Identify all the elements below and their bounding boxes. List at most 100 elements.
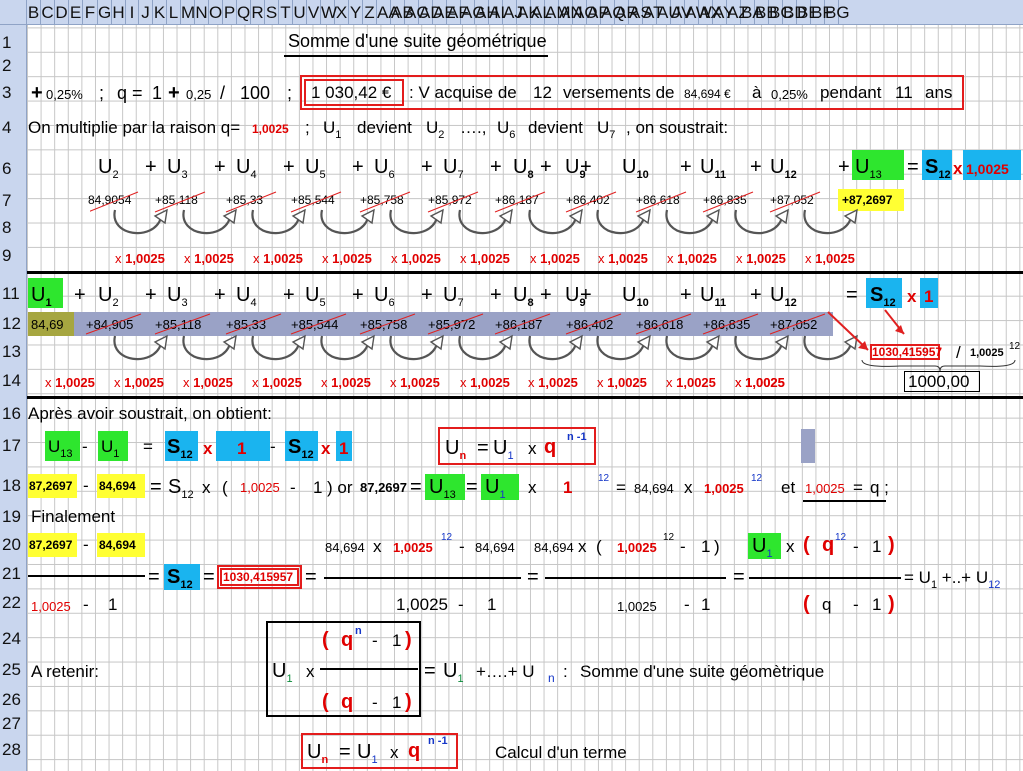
column-header-m[interactable]: M <box>181 0 195 24</box>
column-header-am[interactable]: AM <box>545 0 571 24</box>
column-header-e[interactable]: E <box>69 0 83 24</box>
column-header-q[interactable]: Q <box>237 0 251 24</box>
column-header-aa[interactable]: AA <box>377 0 400 24</box>
corner-cell[interactable] <box>0 0 27 24</box>
column-header-ae[interactable]: AE <box>433 0 456 24</box>
column-header-av[interactable]: AV <box>671 0 692 24</box>
column-header-ax[interactable]: AX <box>699 0 722 24</box>
r22-close: ) <box>888 593 895 615</box>
column-header-b[interactable]: B <box>27 0 41 24</box>
column-header-f[interactable]: F <box>83 0 98 24</box>
column-header-k[interactable]: K <box>153 0 167 24</box>
column-header-be[interactable]: BE <box>797 0 820 24</box>
column-header-v[interactable]: V <box>307 0 321 24</box>
column-header-aj[interactable]: AJ <box>503 0 523 24</box>
column-header-u[interactable]: U <box>293 0 307 24</box>
row-header-9[interactable]: 9 <box>2 246 12 265</box>
column-header-aw[interactable]: AW <box>685 0 712 24</box>
column-header-l[interactable]: L <box>167 0 181 24</box>
column-header-bd[interactable]: BD <box>783 0 807 24</box>
row-header-19[interactable]: 19 <box>2 507 21 526</box>
column-header-o[interactable]: O <box>209 0 223 24</box>
column-header-i[interactable]: I <box>126 0 139 24</box>
column-header-bb[interactable]: BB <box>755 0 778 24</box>
column-header-ar[interactable]: AR <box>615 0 639 24</box>
r4-u6: U6 <box>497 119 515 141</box>
r18-u13-sub: 13 <box>443 489 456 501</box>
column-header-ba[interactable]: BA <box>741 0 764 24</box>
column-header-an[interactable]: AN <box>559 0 583 24</box>
column-header-g[interactable]: G <box>98 0 112 24</box>
row-header-14[interactable]: 14 <box>2 371 21 390</box>
column-header-as[interactable]: AS <box>629 0 652 24</box>
row-header-20[interactable]: 20 <box>2 535 21 554</box>
column-header-ac[interactable]: AC <box>405 0 429 24</box>
column-header-d[interactable]: D <box>55 0 69 24</box>
row-header-3[interactable]: 3 <box>2 83 12 102</box>
column-header-n[interactable]: N <box>195 0 209 24</box>
row-header-17[interactable]: 17 <box>2 436 21 455</box>
r20-q2: 1,0025 <box>617 540 657 555</box>
r3-one: 1 <box>152 83 163 103</box>
column-header-t[interactable]: T <box>279 0 293 24</box>
ret-dots: +….+ U <box>476 662 535 681</box>
column-header-z[interactable]: Z <box>363 0 377 24</box>
row-header-11[interactable]: 11 <box>2 284 20 303</box>
r20-minus3: - <box>680 537 686 556</box>
column-header-ad[interactable]: AD <box>419 0 443 24</box>
row-header-2[interactable]: 2 <box>2 56 12 75</box>
r7-strike-7 <box>565 191 617 213</box>
column-header-au[interactable]: AU <box>657 0 681 24</box>
row-header-21[interactable]: 21 <box>2 564 21 583</box>
row-header-27[interactable]: 27 <box>2 714 21 733</box>
row-header-28[interactable]: 28 <box>2 740 21 759</box>
row-header-26[interactable]: 26 <box>2 690 21 709</box>
column-header-h[interactable]: H <box>112 0 126 24</box>
column-header-ao[interactable]: AO <box>573 0 598 24</box>
column-header-bc[interactable]: BC <box>769 0 793 24</box>
column-header-ai[interactable]: AI <box>489 0 505 24</box>
row-header-24[interactable]: 24 <box>2 629 21 648</box>
r12-olive-cell <box>28 312 74 336</box>
row-header-8[interactable]: 8 <box>2 218 12 237</box>
column-header-af[interactable]: AF <box>447 0 469 24</box>
column-header-j[interactable]: J <box>139 0 153 24</box>
column-header-w[interactable]: W <box>321 0 337 24</box>
column-header-ap[interactable]: AP <box>587 0 610 24</box>
row-header-22[interactable]: 22 <box>2 593 21 612</box>
row-header-6[interactable]: 6 <box>2 159 12 178</box>
row-header-13[interactable]: 13 <box>2 342 21 361</box>
row-header-25[interactable]: 25 <box>2 660 21 679</box>
r20-minus4: - <box>853 537 859 556</box>
column-header-aq[interactable]: AQ <box>601 0 626 24</box>
column-header-ah[interactable]: AH <box>475 0 499 24</box>
column-header-s[interactable]: S <box>265 0 279 24</box>
row-header-12[interactable]: 12 <box>2 314 21 333</box>
r7-strike-3 <box>290 191 342 213</box>
row-header-7[interactable]: 7 <box>2 191 12 210</box>
column-header-bf[interactable]: BF <box>811 0 833 24</box>
column-header-at[interactable]: AT <box>643 0 663 24</box>
row-header-16[interactable]: 16 <box>2 404 21 423</box>
column-header-ab[interactable]: AB <box>391 0 414 24</box>
row-header-4[interactable]: 4 <box>2 118 12 137</box>
column-header-r[interactable]: R <box>251 0 265 24</box>
column-header-y[interactable]: Y <box>349 0 363 24</box>
column-header-bg[interactable]: BG <box>825 0 850 24</box>
r20-q: 1,0025 <box>393 540 433 555</box>
column-header-c[interactable]: C <box>41 0 55 24</box>
column-header-ay[interactable]: AY <box>713 0 734 24</box>
column-header-ag[interactable]: AG <box>461 0 486 24</box>
column-header-p[interactable]: P <box>223 0 237 24</box>
column-header-al[interactable]: AL <box>531 0 552 24</box>
r4-u6-sub: 6 <box>509 129 516 141</box>
column-header-x[interactable]: X <box>335 0 349 24</box>
row-header-1[interactable]: 1 <box>2 33 12 52</box>
row-header-18[interactable]: 18 <box>2 476 21 495</box>
column-header-ak[interactable]: AK <box>517 0 540 24</box>
column-header-az[interactable]: AZ <box>727 0 749 24</box>
r6-s: S12 <box>925 157 951 181</box>
